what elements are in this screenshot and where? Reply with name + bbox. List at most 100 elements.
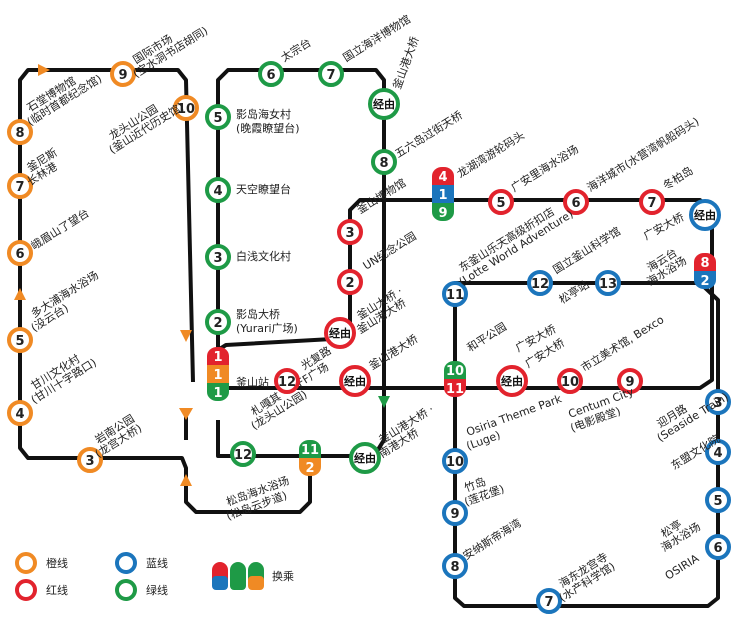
station-number: 6 — [713, 541, 722, 556]
station-marker[interactable] — [488, 189, 514, 215]
station-number: 8 — [450, 560, 459, 575]
via-point[interactable]: 经由 — [689, 199, 721, 231]
station-marker[interactable] — [337, 219, 363, 245]
via-marker[interactable] — [368, 88, 400, 120]
station-marker[interactable] — [527, 270, 553, 296]
station-marker[interactable] — [557, 368, 583, 394]
station-marker[interactable] — [705, 487, 731, 513]
station-number: 6 — [15, 247, 24, 262]
station-marker[interactable] — [705, 389, 731, 415]
station-marker[interactable] — [705, 439, 731, 465]
station-marker[interactable] — [371, 149, 397, 175]
station-marker[interactable] — [639, 189, 665, 215]
interchange-number: 11 — [301, 443, 319, 458]
station-number: 7 — [647, 196, 656, 211]
station-label: 国立釜山科学馆 — [550, 224, 623, 277]
station-number: 6 — [266, 68, 275, 83]
station-marker[interactable] — [7, 327, 33, 353]
station-label: 安纳斯帝海湾 — [460, 516, 523, 563]
via-marker[interactable] — [689, 199, 721, 231]
via-marker[interactable] — [339, 365, 371, 397]
station-marker[interactable] — [77, 447, 103, 473]
station-number: 3 — [213, 251, 222, 266]
station-label: 冬柏岛 — [660, 163, 695, 192]
interchange-number: 2 — [305, 461, 314, 476]
station-marker[interactable] — [318, 61, 344, 87]
station-marker[interactable] — [595, 270, 621, 296]
legend-transfer-label: 换乘 — [272, 569, 294, 583]
station-number: 10 — [561, 375, 579, 390]
station-marker[interactable] — [258, 61, 284, 87]
station-marker[interactable] — [110, 61, 136, 87]
legend: 橙线 红线 蓝线 绿线 换乘 — [15, 552, 294, 601]
station-marker[interactable] — [205, 104, 231, 130]
legend-transfer-icon — [212, 562, 264, 590]
via-marker[interactable] — [349, 442, 381, 474]
label-gwangan-bridge-2: 广安大桥 — [641, 210, 686, 243]
station-marker[interactable] — [442, 281, 468, 307]
station-marker[interactable] — [7, 240, 33, 266]
station-number: 8 — [379, 156, 388, 171]
station-number: 2 — [345, 276, 354, 291]
interchange-number: 10 — [446, 364, 464, 379]
station-marker[interactable] — [442, 448, 468, 474]
station-number: 7 — [15, 180, 24, 195]
station-marker[interactable] — [442, 500, 468, 526]
station-marker[interactable] — [7, 400, 33, 426]
station-marker[interactable] — [705, 534, 731, 560]
station-number: 12 — [234, 448, 252, 463]
station-number: 7 — [326, 68, 335, 83]
station-red-7[interactable]: 7 冬柏岛 — [639, 163, 696, 215]
arrow-down-icon — [180, 330, 192, 342]
interchange-number: 11 — [446, 382, 464, 397]
station-number: 4 — [213, 184, 222, 199]
station-label: 影岛海女村 — [236, 107, 291, 121]
station-marker[interactable] — [230, 441, 256, 467]
station-marker[interactable] — [337, 269, 363, 295]
via-marker[interactable] — [496, 365, 528, 397]
station-number: 9 — [625, 375, 634, 390]
station-marker[interactable] — [7, 119, 33, 145]
interchange-segment-fill — [207, 374, 229, 383]
via-marker[interactable] — [324, 317, 356, 349]
station-marker[interactable] — [205, 177, 231, 203]
station-marker[interactable] — [7, 173, 33, 199]
station-marker[interactable] — [617, 368, 643, 394]
via-label: 釜山港大桥 — [366, 332, 420, 373]
station-label: 海洋城市(水营湾帆船码头) — [584, 114, 701, 195]
via-text: 经由 — [501, 374, 523, 388]
station-number: 3 — [713, 396, 722, 411]
station-marker[interactable] — [205, 244, 231, 270]
station-marker[interactable] — [173, 95, 199, 121]
station-marker[interactable] — [274, 368, 300, 394]
station-marker[interactable] — [205, 309, 231, 335]
station-marker[interactable] — [442, 553, 468, 579]
legend-orange-icon — [15, 552, 37, 574]
station-marker[interactable] — [536, 588, 562, 614]
station-red-9[interactable]: 9 — [617, 368, 643, 394]
station-number: 10 — [446, 455, 464, 470]
station-marker[interactable] — [563, 189, 589, 215]
